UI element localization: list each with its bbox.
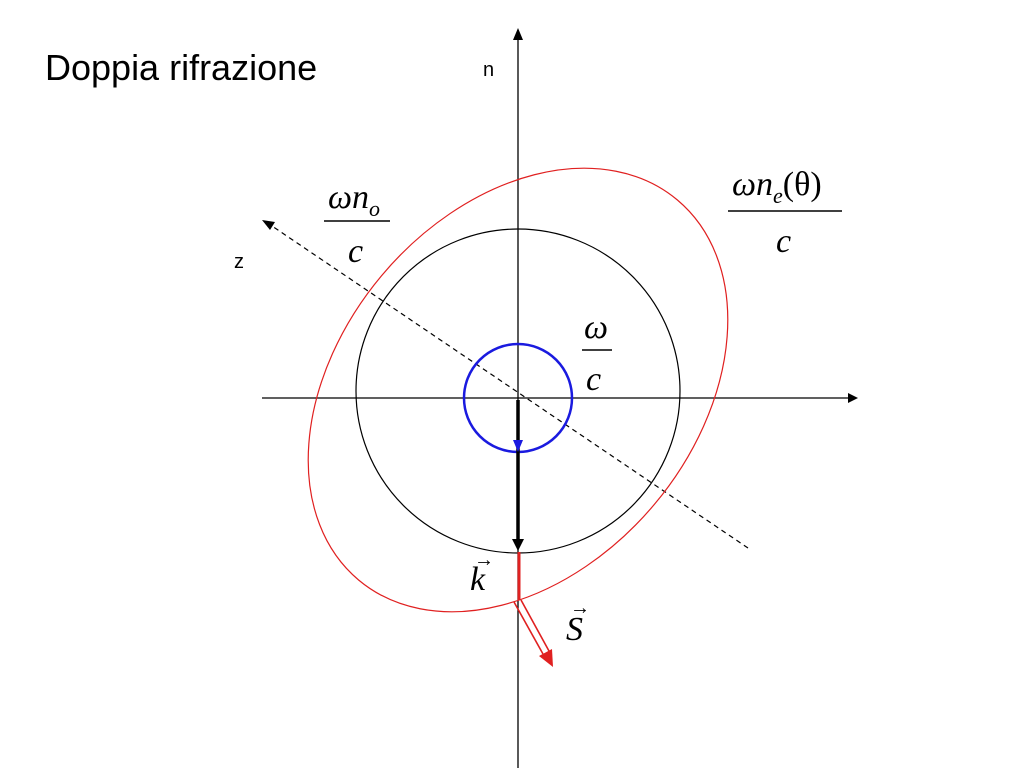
extraordinary-formula-denominator: c [776, 223, 791, 260]
svg-text:ωne(θ): ωne(θ) [732, 166, 822, 208]
extraordinary-formula-n: n [756, 166, 773, 203]
svg-text:ωno: ωno [328, 179, 380, 221]
ordinary-formula-omega: ω [328, 179, 352, 216]
poynting-vector-accent: → [570, 597, 590, 619]
optic-axis-line [271, 225, 749, 549]
extraordinary-formula-omega: ω [732, 166, 756, 203]
poynting-vector-label: → S [566, 597, 590, 648]
ordinary-formula-subscript: o [369, 196, 380, 221]
extraordinary-index-ellipse [307, 167, 729, 613]
vacuum-vector-arrowhead [513, 440, 523, 452]
extraordinary-formula-subscript: e [773, 183, 783, 208]
optic-axis-label: z [234, 251, 244, 273]
poynting-vector-letter: S [566, 611, 583, 648]
ordinary-formula-n: n [352, 179, 369, 216]
extraordinary-wavenumber-formula: ωne(θ) c [728, 166, 842, 260]
poynting-vector-shaft-left [513, 601, 544, 655]
ordinary-formula-denominator: c [348, 233, 363, 270]
vacuum-formula-numerator: ω [584, 309, 608, 346]
optic-axis-arrowhead [262, 220, 275, 230]
wave-vector-accent: → [474, 549, 494, 571]
wave-vector-arrowhead [512, 539, 524, 551]
vacuum-wavenumber-formula: ω c [582, 309, 612, 398]
vertical-axis-arrowhead [513, 28, 523, 40]
wave-vector-label: → k [470, 549, 494, 598]
page-title: Doppia rifrazione [45, 47, 317, 88]
poynting-vector-arrowhead [539, 649, 553, 667]
horizontal-axis-arrowhead [848, 393, 858, 403]
poynting-vector-shaft-right [520, 599, 550, 652]
wave-vector-letter: k [470, 561, 486, 598]
vacuum-formula-denominator: c [586, 361, 601, 398]
vertical-axis-label: n [483, 59, 494, 81]
ordinary-wavenumber-formula: ωno c [324, 179, 390, 270]
extraordinary-formula-argument: (θ) [783, 166, 822, 203]
